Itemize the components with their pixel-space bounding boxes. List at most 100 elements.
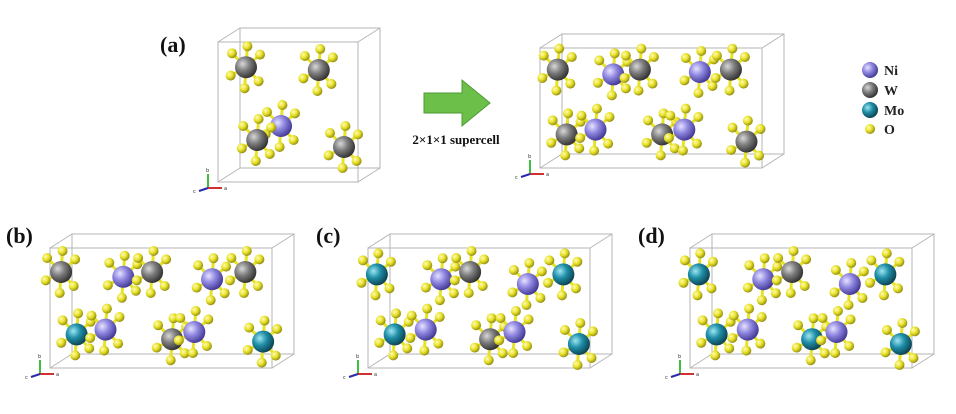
- o-atom: [388, 350, 399, 361]
- o-atom: [225, 70, 236, 81]
- o-atom: [262, 107, 272, 117]
- o-atom: [742, 115, 753, 126]
- o-atom: [437, 253, 448, 264]
- unit-cell-edge: [589, 233, 613, 249]
- panel-c: (c) bac: [316, 223, 613, 381]
- o-atom: [819, 348, 830, 359]
- panel-a-unit-cell: (a) bac: [160, 27, 381, 195]
- o-atom: [130, 285, 141, 296]
- unit-cell-edge: [539, 153, 563, 169]
- o-atom: [756, 312, 767, 322]
- o-atom: [816, 335, 827, 346]
- o-atom: [375, 315, 386, 326]
- axis-c-icon: [30, 373, 41, 378]
- o-atom: [881, 248, 892, 259]
- o-atom: [574, 143, 585, 154]
- panel-a-label: (a): [160, 32, 186, 57]
- o-atom: [799, 281, 810, 291]
- o-atom: [463, 288, 474, 298]
- o-atom: [878, 290, 889, 301]
- axis-c-icon: [670, 373, 681, 378]
- axis-c-label: c: [515, 175, 518, 181]
- o-atom: [572, 360, 583, 370]
- mo-atom: [365, 263, 388, 286]
- o-atom: [636, 43, 647, 54]
- o-atom: [272, 324, 283, 334]
- o-atom: [266, 122, 277, 133]
- o-atom: [643, 115, 654, 126]
- o-atom: [770, 288, 781, 299]
- o-atom: [537, 73, 548, 83]
- o-atom: [161, 254, 172, 265]
- o-atom: [535, 293, 546, 303]
- o-atom: [86, 310, 97, 321]
- o-atom: [42, 253, 53, 263]
- o-atom: [606, 90, 617, 101]
- unit-cell-edge: [49, 233, 73, 249]
- ni-atom: [414, 318, 437, 341]
- w-atom: [234, 261, 257, 283]
- o-atom: [119, 250, 130, 261]
- o-atom: [483, 355, 494, 366]
- o-atom: [133, 253, 144, 263]
- mo-atom: [567, 333, 590, 355]
- w-atom: [546, 58, 569, 81]
- o-atom: [881, 325, 892, 335]
- o-atom: [85, 333, 96, 343]
- o-atom: [830, 348, 841, 358]
- o-atom: [843, 300, 854, 310]
- o-atom: [724, 85, 735, 96]
- axis-c-label: c: [193, 189, 196, 195]
- axis-a-label: a: [224, 186, 227, 192]
- o-atom: [857, 293, 868, 303]
- o-atom: [808, 313, 819, 324]
- panel-a-supercell: bac: [515, 33, 785, 181]
- o-atom: [544, 255, 555, 266]
- o-atom: [208, 253, 219, 264]
- axis-a-label: a: [696, 372, 699, 378]
- legend-o-label: O: [884, 123, 895, 138]
- axis-a-label: a: [56, 372, 59, 378]
- o-atom: [728, 310, 739, 321]
- o-atom: [693, 88, 704, 98]
- unit-cell-edge: [761, 153, 785, 169]
- w-atom: [555, 123, 578, 146]
- unit-cell-edge: [761, 33, 785, 49]
- unit-cell-edge: [589, 353, 613, 369]
- o-atom: [288, 135, 299, 145]
- ni-atom: [838, 273, 861, 295]
- o-atom: [299, 51, 310, 61]
- o-atom: [845, 314, 856, 325]
- o-atom: [738, 78, 749, 89]
- axis-c-label: c: [343, 375, 346, 381]
- o-atom: [620, 83, 631, 94]
- o-atom: [773, 253, 784, 263]
- o-atom: [858, 266, 869, 277]
- o-atom: [145, 288, 156, 298]
- o-atom: [866, 255, 877, 266]
- supercell-arrow: 2×1×1 supercell: [412, 78, 500, 147]
- o-atom: [224, 275, 235, 286]
- o-atom: [508, 265, 519, 275]
- o-atom: [693, 112, 704, 122]
- w-atom: [141, 261, 164, 283]
- o-atom: [793, 320, 804, 331]
- o-atom: [771, 275, 782, 286]
- o-atom: [576, 110, 587, 121]
- o-atom: [663, 133, 674, 143]
- o-atom: [713, 308, 724, 319]
- o-atom: [151, 342, 162, 353]
- unit-cell-edge: [357, 27, 381, 43]
- o-atom: [572, 256, 583, 267]
- o-atom: [710, 350, 721, 361]
- o-atom: [104, 257, 115, 268]
- o-atom: [669, 143, 680, 154]
- o-atom: [256, 357, 267, 368]
- ni-atom: [503, 321, 526, 343]
- o-atom: [252, 281, 263, 291]
- ni-atom: [94, 318, 117, 341]
- o-atom: [908, 353, 919, 363]
- o-atom: [298, 73, 309, 84]
- panel-b-label: (b): [6, 223, 33, 248]
- o-atom: [864, 277, 875, 288]
